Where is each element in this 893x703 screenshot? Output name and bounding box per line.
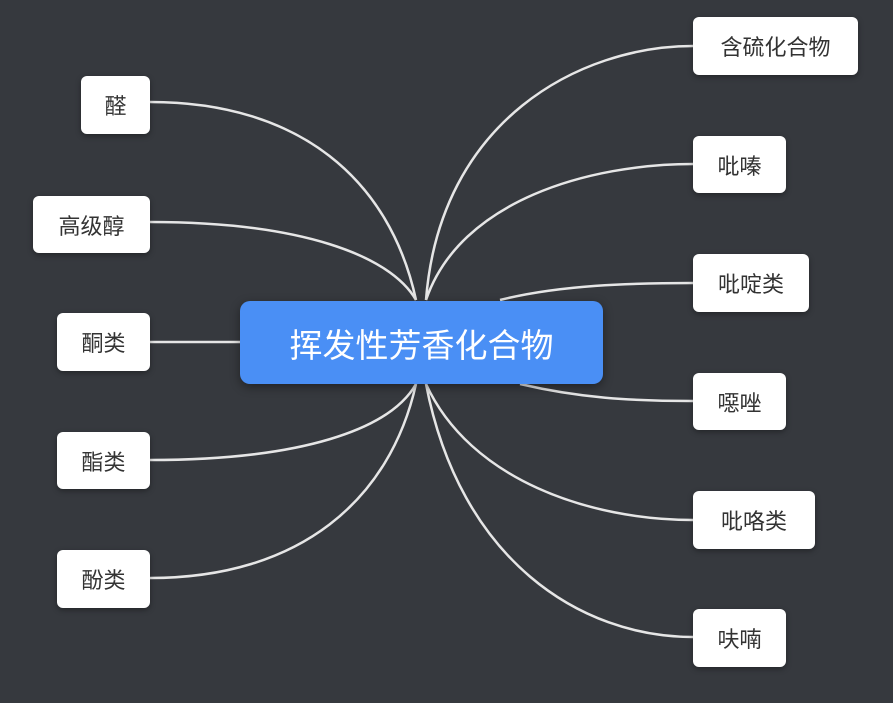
node-phenols[interactable]: 酚类 [57,550,150,608]
connector-higher-alcohols [149,220,418,301]
node-label: 含硫化合物 [720,36,831,61]
central-topic-label: 挥发性芳香化合物 [289,325,554,365]
node-label: 酮类 [81,332,126,357]
connector-furan [424,383,694,639]
connector-sulfur-compounds [424,44,694,301]
connector-phenols [149,383,418,580]
connector-pyridines [499,281,694,302]
node-aldehyde[interactable]: 醛 [81,76,150,134]
node-pyrroles[interactable]: 吡咯类 [693,491,815,549]
node-label: 酯类 [81,450,126,476]
node-label: 高级醇 [58,214,125,240]
connector-oxazole [519,382,694,403]
connector-pyrroles [424,383,694,522]
node-label: 呋喃 [717,628,762,653]
node-label: 吡啶类 [717,273,784,298]
node-label: 噁唑 [717,391,762,417]
node-furan[interactable]: 呋喃 [693,609,786,667]
node-esters[interactable]: 酯类 [57,432,150,489]
node-oxazole[interactable]: 噁唑 [693,373,786,430]
central-topic[interactable]: 挥发性芳香化合物 [240,301,603,384]
node-label: 吡嗪 [717,154,762,180]
node-higher-alcohols[interactable]: 高级醇 [33,196,150,253]
connector-aldehyde [149,100,418,301]
node-sulfur-compounds[interactable]: 含硫化合物 [693,17,858,75]
node-ketones[interactable]: 酮类 [57,313,150,371]
connector-esters [149,383,418,462]
node-label: 吡咯类 [720,510,787,535]
node-label: 酚类 [81,569,126,594]
node-pyrazine[interactable]: 吡嗪 [693,136,786,193]
node-label: 醛 [104,95,127,120]
node-pyridines[interactable]: 吡啶类 [693,254,809,312]
connector-pyrazine [424,162,694,301]
